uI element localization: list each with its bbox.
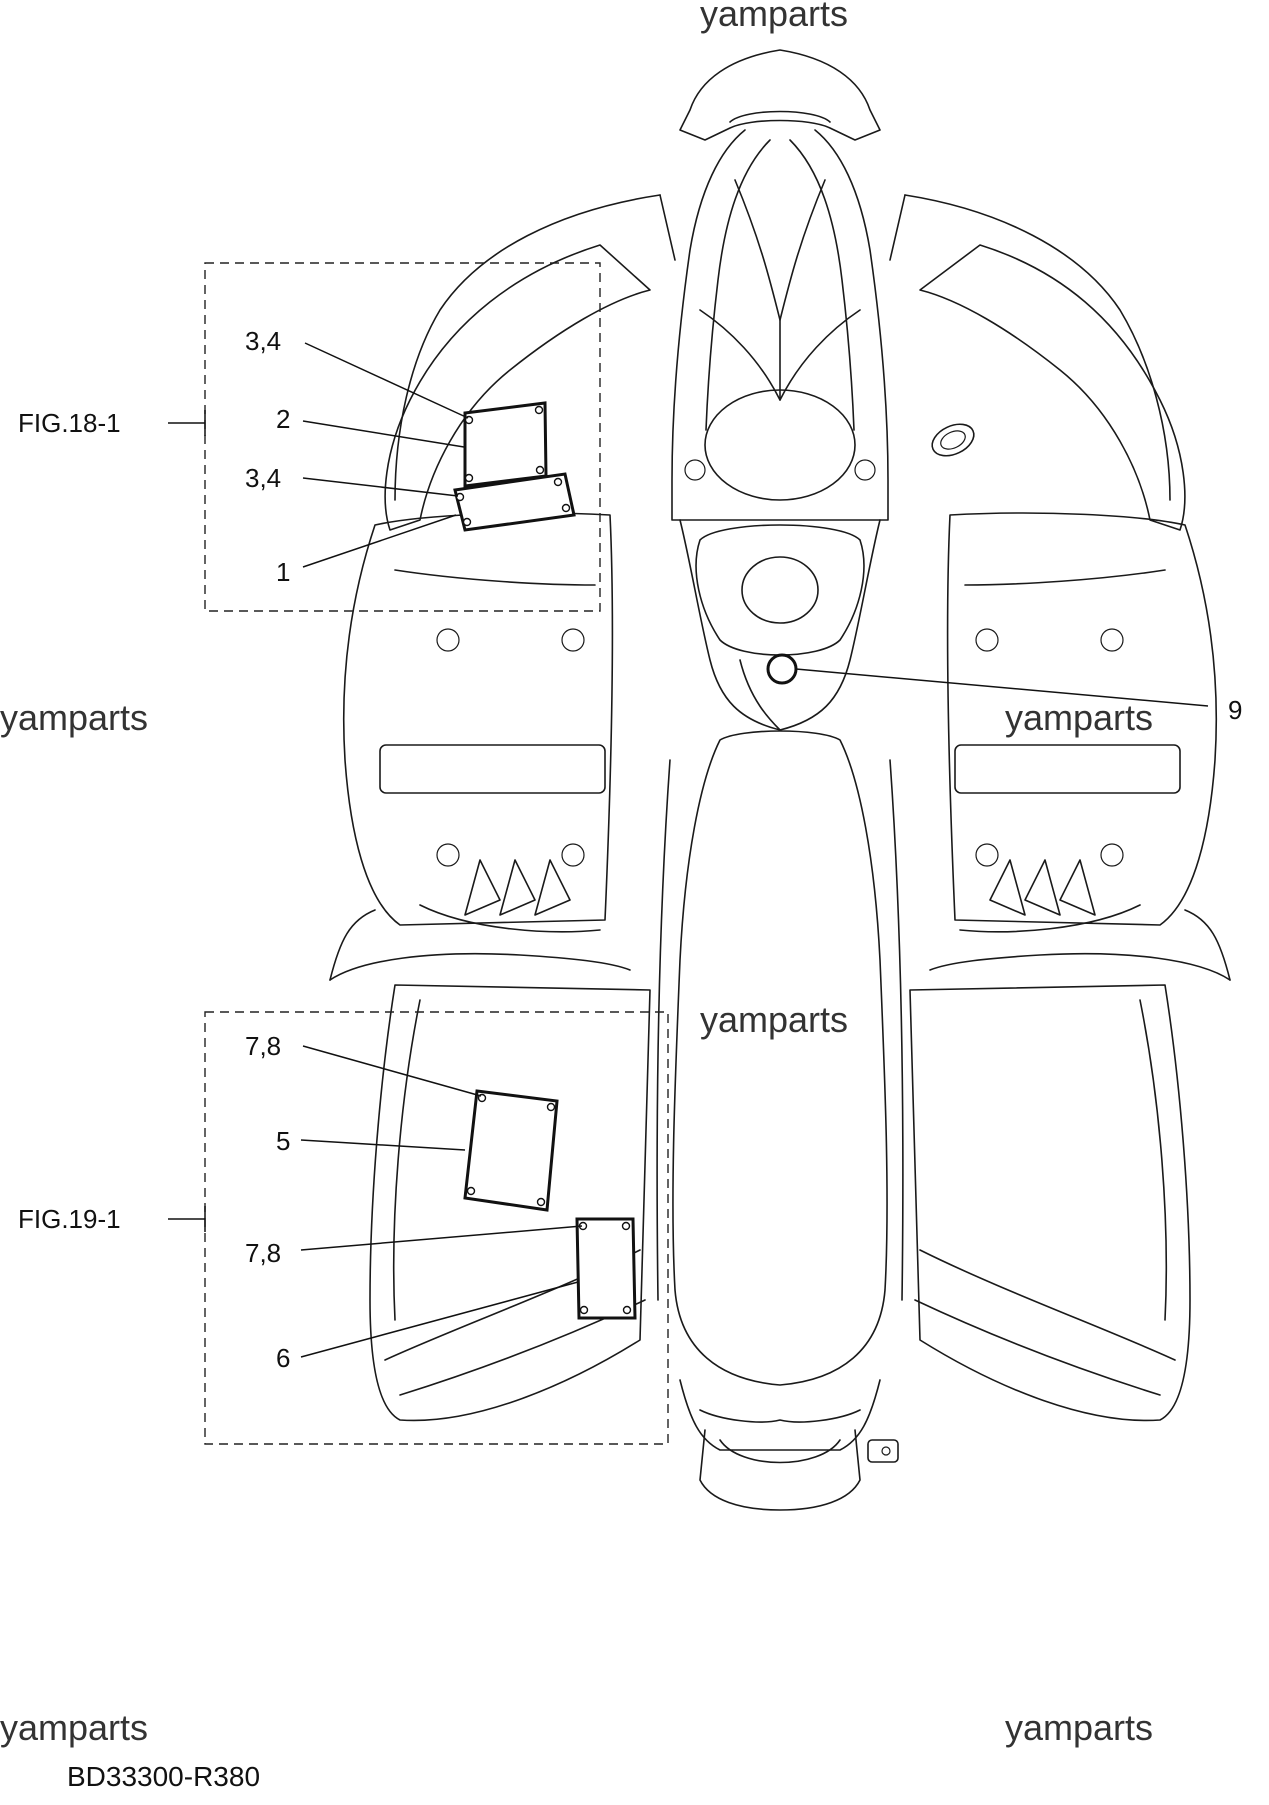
plate-5 bbox=[463, 1089, 559, 1212]
fig-18-1-label: FIG.18-1 bbox=[18, 408, 121, 438]
watermark-left-mid: yamparts bbox=[0, 697, 148, 738]
callout-9: 9 bbox=[1228, 695, 1242, 725]
leader-lines bbox=[300, 342, 1209, 1358]
callout-5: 5 bbox=[276, 1126, 290, 1156]
watermark-bottom-right: yamparts bbox=[1005, 1707, 1153, 1748]
callout-2: 2 bbox=[276, 404, 290, 434]
callout-7-8-top: 7,8 bbox=[245, 1031, 281, 1061]
fig18-region-box bbox=[204, 262, 601, 612]
watermark-bottom-left: yamparts bbox=[0, 1707, 148, 1748]
part-9-grommet bbox=[766, 653, 798, 685]
watermark-center: yamparts bbox=[700, 999, 848, 1040]
plate-6 bbox=[575, 1217, 637, 1320]
fig19-bracket bbox=[168, 1206, 206, 1232]
fig18-bracket bbox=[168, 410, 206, 436]
callout-6: 6 bbox=[276, 1343, 290, 1373]
drawing-code: BD33300-R380 bbox=[67, 1761, 260, 1792]
fig-19-1-label: FIG.19-1 bbox=[18, 1204, 121, 1234]
watermark-right-mid: yamparts bbox=[1005, 697, 1153, 738]
plate-1 bbox=[453, 472, 576, 532]
callout-3-4-top: 3,4 bbox=[245, 326, 281, 356]
callout-3-4-mid: 3,4 bbox=[245, 463, 281, 493]
atv-body-outline bbox=[329, 49, 1231, 1511]
callout-7-8-low: 7,8 bbox=[245, 1238, 281, 1268]
watermark-top: yamparts bbox=[700, 0, 848, 34]
plate-2 bbox=[463, 401, 548, 488]
fig19-region-box bbox=[204, 1011, 669, 1445]
callout-1: 1 bbox=[276, 557, 290, 587]
